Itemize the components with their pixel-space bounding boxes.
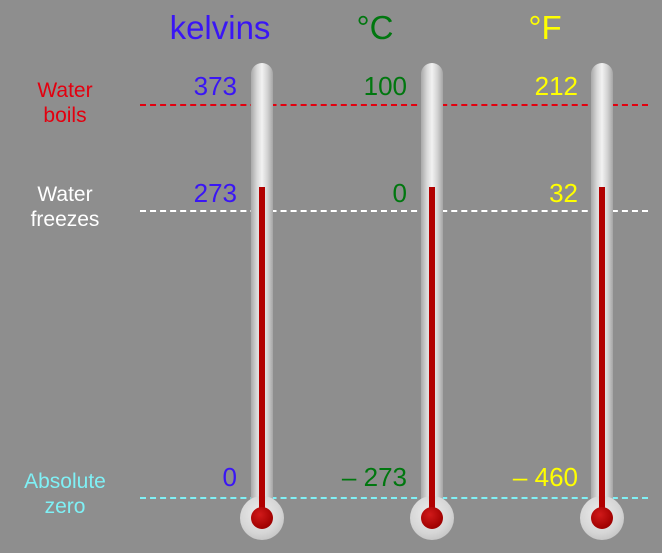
fahrenheit-absolute-value: – 460 (512, 462, 578, 492)
water-boils-line (140, 104, 648, 106)
celsius-freezes-value: 0 (392, 178, 407, 208)
mercury-bulb (251, 507, 273, 529)
kelvins-header: kelvins (169, 9, 271, 46)
fahrenheit-thermometer (580, 63, 624, 543)
absolute-zero-line2: zero (44, 495, 86, 518)
kelvin-boils-value: 373 (193, 71, 237, 101)
mercury-bulb (421, 507, 443, 529)
fahrenheit-freezes-value: 32 (549, 178, 578, 208)
celsius-absolute-value: – 273 (341, 462, 407, 492)
mercury-column (259, 187, 265, 517)
fahrenheit-boils-value: 212 (534, 71, 578, 101)
fahrenheit-header: °F (528, 9, 562, 46)
water-freezes-line (140, 210, 648, 212)
water-boils-line2: boils (43, 104, 87, 127)
water-freezes-line2: freezes (30, 208, 100, 231)
mercury-column (429, 187, 435, 517)
celsius-header: °C (356, 9, 394, 46)
absolute-zero-label: Absolute zero (0, 469, 130, 519)
water-freezes-line1: Water (37, 183, 93, 206)
celsius-thermometer (410, 63, 454, 543)
celsius-boils-value: 100 (363, 71, 407, 101)
absolute-zero-line (140, 497, 648, 499)
kelvin-absolute-value: 0 (222, 462, 237, 492)
mercury-bulb (591, 507, 613, 529)
kelvin-freezes-value: 273 (193, 178, 237, 208)
water-freezes-label: Water freezes (0, 182, 130, 232)
mercury-column (599, 187, 605, 517)
water-boils-line1: Water (37, 79, 93, 102)
kelvin-thermometer (240, 63, 284, 543)
water-boils-label: Water boils (0, 78, 130, 128)
absolute-zero-line1: Absolute (24, 470, 106, 493)
